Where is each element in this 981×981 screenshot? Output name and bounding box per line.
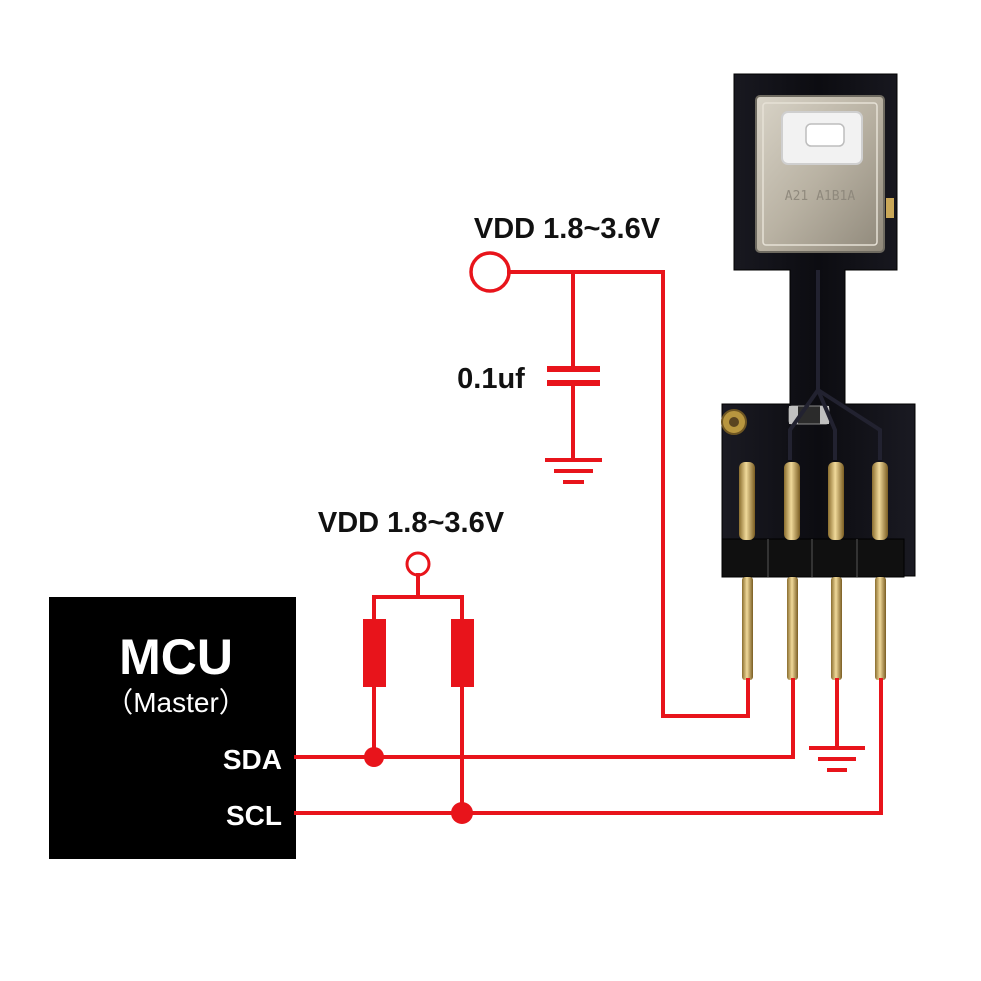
vdd-terminal-top (469, 251, 511, 293)
vdd-terminal-pullup (405, 551, 431, 577)
scl-junction (451, 802, 473, 824)
pin-scl (875, 577, 886, 680)
sensor-marking: A21 A1B1A (785, 189, 856, 204)
sda-wire (294, 678, 795, 759)
vdd-wire (507, 270, 750, 718)
mcu-subtitle: （Master） (105, 687, 247, 718)
pin-vdd (742, 577, 753, 680)
resistor-sda-pullup (363, 619, 386, 687)
capacitor-label: 0.1uf (457, 363, 525, 395)
mcu-pin-scl: SCL (226, 800, 282, 831)
mcu-block: MCU （Master） SDA SCL (49, 597, 296, 859)
ground-symbol-cap (545, 458, 602, 484)
mcu-title: MCU (119, 629, 233, 685)
vdd-label-pullup: VDD 1.8~3.6V (318, 507, 505, 539)
scl-wire (294, 678, 883, 815)
pin-gnd (831, 577, 842, 680)
ground-symbol-sensor (809, 746, 865, 772)
pins-lower (742, 577, 886, 680)
pins-upper (739, 462, 888, 540)
resistor-scl-pullup (451, 619, 474, 687)
vdd-label-top: VDD 1.8~3.6V (474, 213, 661, 245)
wiring (294, 251, 883, 824)
sda-junction (364, 747, 384, 767)
mcu-box (49, 597, 296, 859)
sensor-module: A21 A1B1A (721, 73, 916, 680)
pin-sda (787, 577, 798, 680)
mcu-pin-sda: SDA (223, 744, 282, 775)
